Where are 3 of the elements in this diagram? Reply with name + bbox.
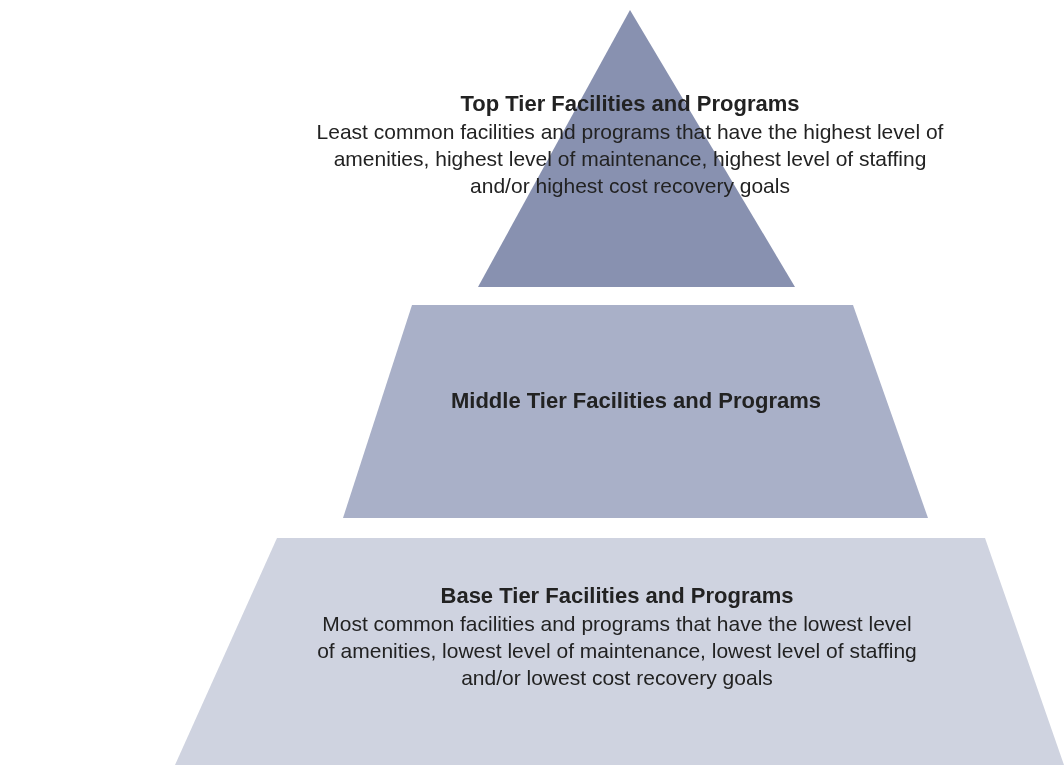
tier-description: Most common facilities and programs that have the lowest level of amenities, lowest level of maintenance, lowest level of staffing and/or lowest cost recovery goals xyxy=(317,611,917,691)
tier-heading: Base Tier Facilities and Programs xyxy=(439,582,795,610)
tier-heading: Middle Tier Facilities and Programs xyxy=(449,387,822,415)
